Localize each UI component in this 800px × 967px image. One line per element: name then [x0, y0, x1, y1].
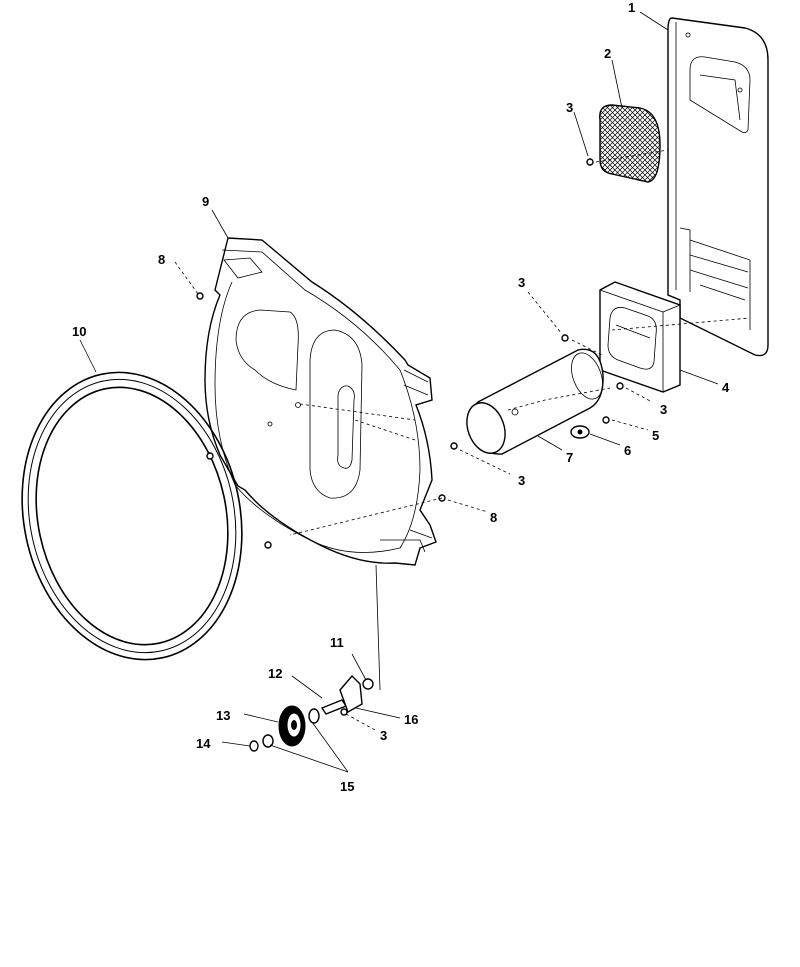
callout-6: 6 [624, 443, 631, 458]
callout-3-roller-screw: 3 [380, 728, 387, 743]
callout-10: 10 [72, 324, 86, 339]
callout-3-heater-screw: 3 [660, 402, 667, 417]
callout-5: 5 [652, 428, 659, 443]
callout-8-bottom: 8 [490, 510, 497, 525]
callout-3-grille-screw: 3 [566, 100, 573, 115]
callout-1: 1 [628, 0, 635, 15]
callout-12: 12 [268, 666, 282, 681]
callout-labels: 1 2 3 3 4 3 5 6 7 3 8 8 9 10 11 12 13 16… [72, 0, 730, 794]
callout-4: 4 [722, 380, 730, 395]
callout-7: 7 [566, 450, 573, 465]
vent-duct-part [599, 281, 681, 393]
leader-lines [79, 11, 751, 773]
callout-9: 9 [202, 194, 209, 209]
callout-11: 11 [330, 635, 344, 650]
callout-3-duct-screw: 3 [518, 275, 525, 290]
callout-3-bulkhead-screw: 3 [518, 473, 525, 488]
lint-grille-part [599, 104, 661, 183]
callout-2: 2 [604, 46, 611, 61]
screws [196, 158, 624, 549]
heater-tube-part [466, 348, 611, 455]
callout-13: 13 [216, 708, 230, 723]
callout-15: 15 [340, 779, 354, 794]
drum-seal-ring-part [21, 371, 243, 661]
callout-8-top: 8 [158, 252, 165, 267]
rear-bulkhead-part [204, 237, 437, 566]
callout-14: 14 [196, 736, 211, 751]
thermostat-part [570, 425, 590, 439]
rear-panel-part [667, 17, 769, 357]
roller-assembly [249, 674, 374, 752]
callout-16: 16 [404, 712, 418, 727]
